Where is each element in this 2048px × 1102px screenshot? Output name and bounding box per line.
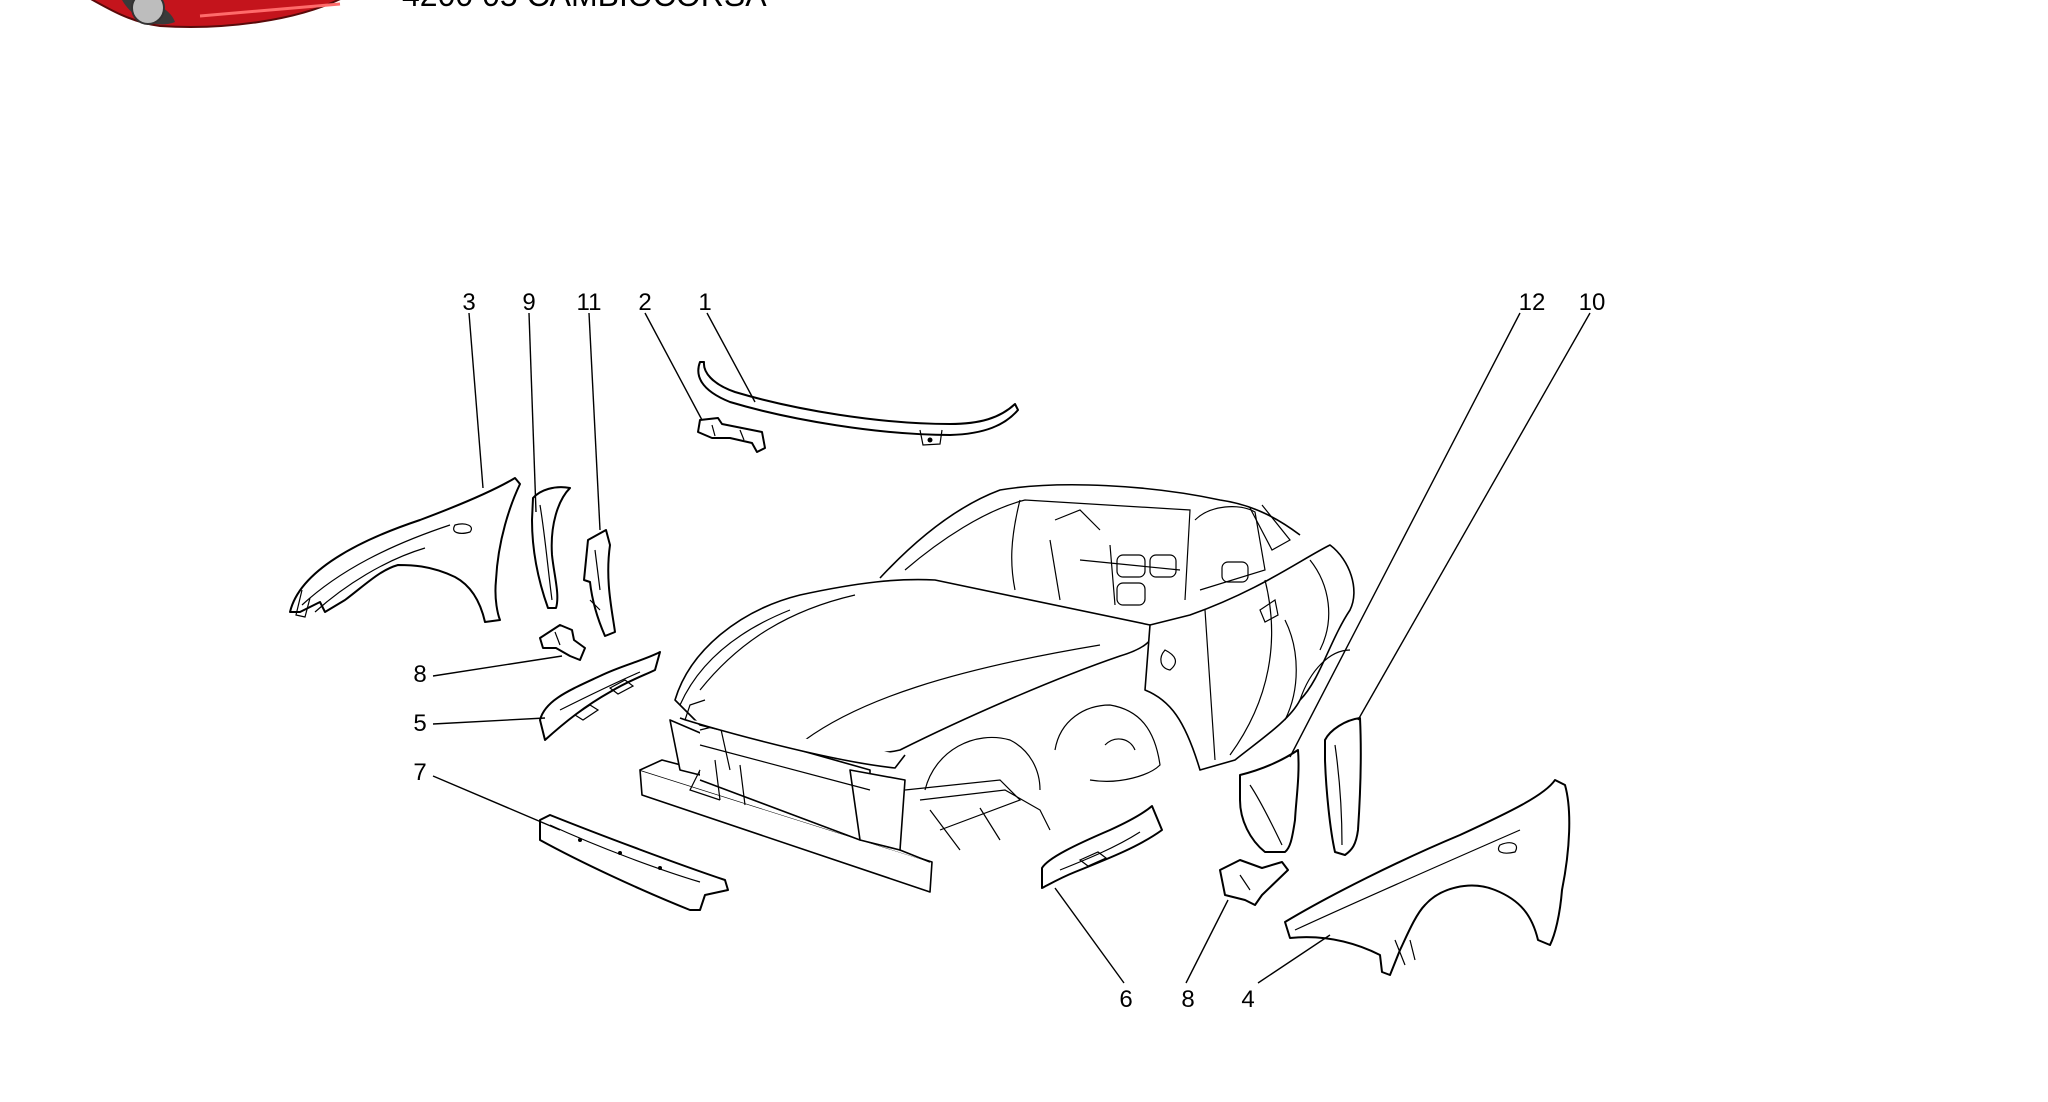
callout-labels: 3 9 11 2 1 12 10 8 5 7 6 8 4 xyxy=(413,289,1605,1013)
part-9-pillar-trim xyxy=(531,486,571,609)
part-4-right-front-fender xyxy=(1284,779,1571,976)
part-5-left-front-rail xyxy=(539,651,661,741)
callout-6: 6 xyxy=(1119,986,1132,1013)
car-thumbnail-logo xyxy=(90,0,341,28)
callout-8-lower: 8 xyxy=(1181,986,1194,1013)
callout-4: 4 xyxy=(1241,986,1254,1013)
car-body-shell xyxy=(639,484,1355,893)
part-3-left-front-fender xyxy=(289,477,521,623)
callout-9: 9 xyxy=(522,289,535,316)
callout-3: 3 xyxy=(462,289,475,316)
diagram-caption: 4200 05 CAMBIOCORSA xyxy=(402,0,767,13)
callout-10: 10 xyxy=(1579,289,1606,316)
part-12-inner-panel-right xyxy=(1239,749,1300,853)
callout-12: 12 xyxy=(1519,289,1546,316)
part-8-small-bracket-right xyxy=(1219,859,1289,906)
part-11-inner-panel xyxy=(583,529,616,637)
leader-lines xyxy=(432,312,1591,984)
callout-2: 2 xyxy=(638,289,651,316)
callout-7: 7 xyxy=(413,759,426,786)
callout-5: 5 xyxy=(413,710,426,737)
part-1-bonnet-bar xyxy=(697,361,1019,446)
part-2-bracket xyxy=(697,417,766,453)
callout-1: 1 xyxy=(698,289,711,316)
callout-8-upper: 8 xyxy=(413,661,426,688)
part-8-small-bracket-left xyxy=(539,624,586,661)
part-10-pillar-trim-right xyxy=(1324,717,1362,856)
part-7-front-crossmember xyxy=(539,814,729,911)
callout-11: 11 xyxy=(577,289,602,316)
part-6-right-front-rail xyxy=(1041,805,1163,889)
